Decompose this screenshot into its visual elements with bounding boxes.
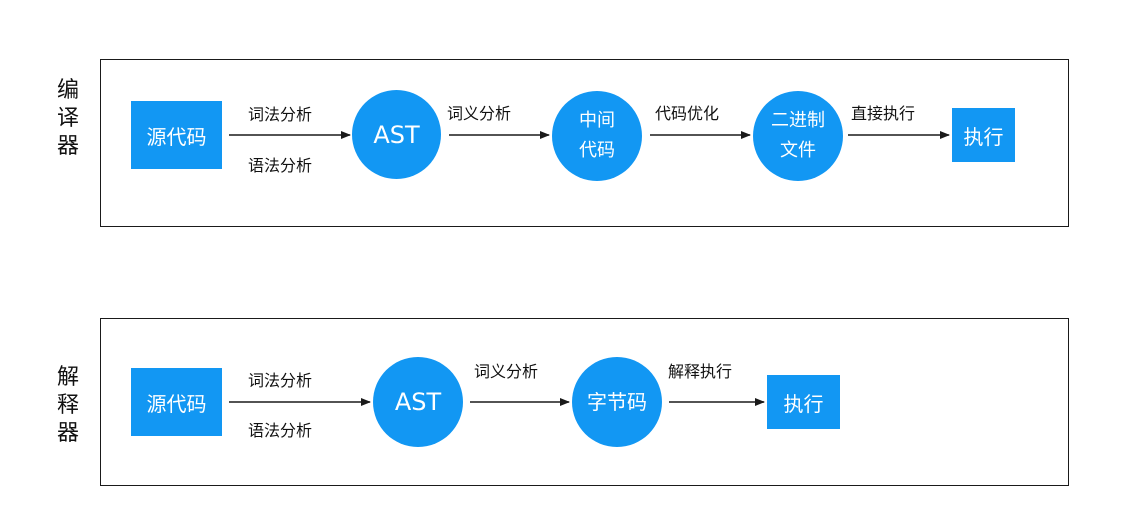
compiler-optimize-label: 代码优化 <box>655 104 720 123</box>
compiler-source-node: 源代码 <box>131 101 222 169</box>
compiler-title: 编 译 器 <box>56 78 79 159</box>
compiler-panel <box>100 59 1069 227</box>
interpreter-ast-node: AST <box>373 357 463 447</box>
interpreter-semantic-label: 词义分析 <box>474 362 539 381</box>
interpreter-source-node: 源代码 <box>131 368 222 436</box>
interpreter-syntax-label: 语法分析 <box>248 421 313 440</box>
interpreter-interp-exec-label: 解释执行 <box>668 362 733 381</box>
compiler-semantic-label: 词义分析 <box>447 104 512 123</box>
compiler-syntax-label: 语法分析 <box>248 156 313 175</box>
compiler-exec-node: 执行 <box>952 108 1015 162</box>
compiler-binary-node: 二进制 文件 <box>753 91 843 181</box>
compiler-ast-node: AST <box>352 90 441 179</box>
interpreter-lex-label: 词法分析 <box>248 371 313 390</box>
interpreter-title: 解 释 器 <box>56 365 79 446</box>
interpreter-bytecode-node: 字节码 <box>572 357 662 447</box>
compiler-direct-exec-label: 直接执行 <box>851 104 916 123</box>
compiler-lex-label: 词法分析 <box>248 105 313 124</box>
compiler-ir-node: 中间 代码 <box>552 91 642 181</box>
interpreter-exec-node: 执行 <box>767 375 840 429</box>
interpreter-panel <box>100 318 1069 486</box>
